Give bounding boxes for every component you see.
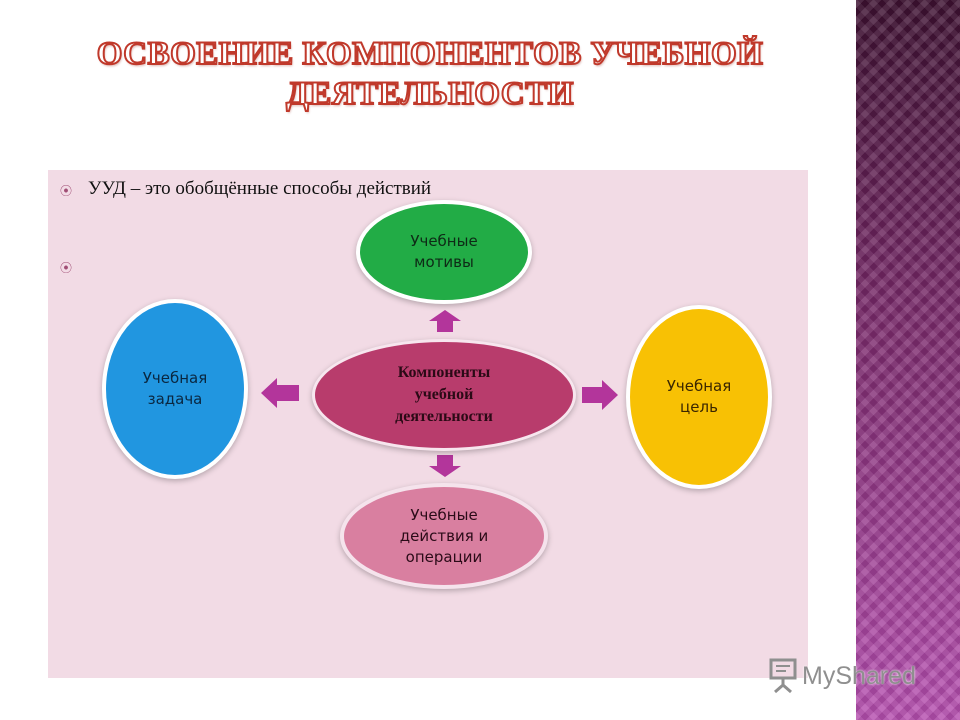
arrow-left-icon [261, 378, 299, 408]
watermark-logo: MyShared [768, 654, 916, 698]
arrow-up-icon [429, 310, 461, 332]
title-line-2: ДЕЯТЕЛЬНОСТИ [285, 75, 574, 113]
bullet-text: УУД – это обобщённые способы действий [88, 178, 432, 199]
bullet-marker-icon: ⦿ [60, 261, 73, 275]
decorative-side-band [856, 0, 960, 720]
watermark-text: MyShared [802, 661, 916, 690]
bullet-marker-icon: ⦿ [60, 184, 73, 198]
arrow-down-icon [429, 455, 461, 477]
node-task: Учебная задача [102, 299, 248, 479]
node-actions: Учебные действия и операции [340, 483, 548, 589]
presentation-icon [769, 658, 797, 694]
node-goal: Учебная цель [626, 305, 772, 489]
slide-title: ОСВОЕНИЕ КОМПОНЕНТОВ УЧЕБНОЙ ДЕЯТЕЛЬНОСТ… [80, 34, 780, 114]
title-line-1: ОСВОЕНИЕ КОМПОНЕНТОВ УЧЕБНОЙ [96, 35, 764, 73]
arrow-right-icon [582, 380, 618, 410]
node-motives: Учебные мотивы [356, 200, 532, 304]
node-center: Компоненты учебной деятельности [312, 339, 576, 451]
